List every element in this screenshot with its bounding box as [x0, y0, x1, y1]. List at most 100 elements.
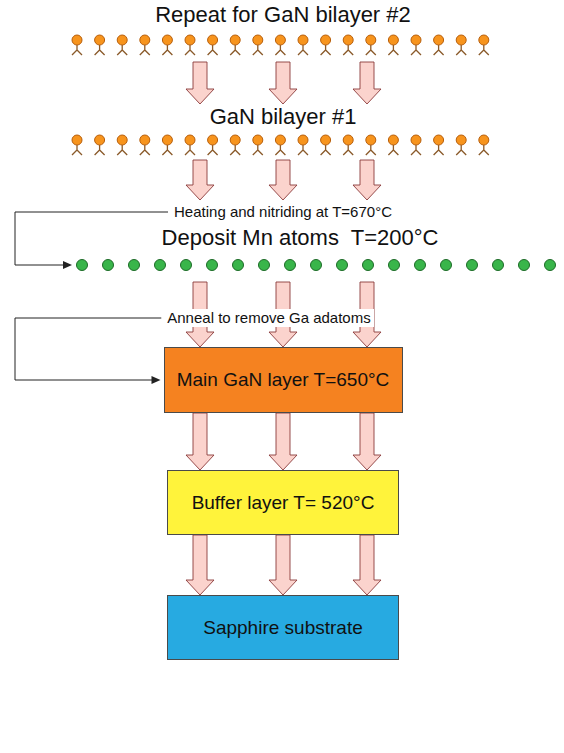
gan-atom [456, 135, 466, 155]
atom-bond [185, 145, 195, 155]
atom-bond [298, 45, 308, 55]
ga-atom [411, 135, 421, 145]
atom-bond [411, 45, 421, 55]
ga-atom [434, 135, 444, 145]
atom-bond [117, 45, 127, 55]
gan-atom [230, 135, 240, 155]
process-arrow [269, 62, 297, 104]
ga-atom [253, 135, 263, 145]
ga-atom [95, 135, 105, 145]
gan-atom [72, 135, 82, 155]
layer-label: Buffer layer T= 520°C [192, 492, 375, 514]
ga-atom [230, 35, 240, 45]
mn-atom [337, 260, 348, 271]
gan-atom [162, 135, 172, 155]
atom-bond [321, 45, 331, 55]
atom-bond [275, 145, 285, 155]
gan-atom [140, 135, 150, 155]
ga-atom [208, 35, 218, 45]
mn-atom [467, 260, 478, 271]
atom-bond [479, 45, 489, 55]
atom-bond [117, 145, 127, 155]
process-arrow [353, 62, 381, 104]
ga-atom [456, 135, 466, 145]
mn-atom [207, 260, 218, 271]
ga-atom [162, 135, 172, 145]
ga-atom [411, 35, 421, 45]
ga-atom [366, 35, 376, 45]
mn-atom [415, 260, 426, 271]
mn-atom [441, 260, 452, 271]
atom-bond [388, 45, 398, 55]
atom-bond [185, 45, 195, 55]
process-bracket [15, 318, 161, 384]
ga-atom [321, 35, 331, 45]
gan-bilayer-atoms [72, 135, 489, 155]
mn-atom [129, 260, 140, 271]
process-arrow [353, 160, 381, 200]
atom-bond [275, 45, 285, 55]
layer-label: Sapphire substrate [203, 617, 363, 639]
ga-atom [388, 135, 398, 145]
process-arrow [186, 62, 214, 104]
atom-bond [140, 45, 150, 55]
atom-bond [208, 45, 218, 55]
atom-bond [456, 145, 466, 155]
mn-atom [493, 260, 504, 271]
gan-atom [95, 135, 105, 155]
atom-bond [479, 145, 489, 155]
mn-atom [77, 260, 88, 271]
ga-atom [298, 35, 308, 45]
gan-atom [208, 135, 218, 155]
mn-atom [389, 260, 400, 271]
mn-atom [285, 260, 296, 271]
atom-bond [72, 145, 82, 155]
ga-atom [275, 35, 285, 45]
ga-atom [343, 35, 353, 45]
substrate-box: Sapphire substrate [167, 595, 399, 660]
gan-atom [388, 135, 398, 155]
gan-atom [95, 35, 105, 55]
ga-atom [388, 35, 398, 45]
atom-bond [366, 145, 376, 155]
gan-atom [479, 35, 489, 55]
mn-atom [519, 260, 530, 271]
ga-atom [117, 35, 127, 45]
ga-atom [117, 135, 127, 145]
gan-atom [411, 35, 421, 55]
gan-atom [185, 135, 195, 155]
ga-atom [366, 135, 376, 145]
process-step-note: Anneal to remove Ga adatoms [164, 309, 373, 327]
bracket-arrowhead [63, 261, 72, 269]
layer-label: Repeat for GaN bilayer #2 [60, 2, 506, 27]
ga-atom [275, 135, 285, 145]
ga-atom [72, 135, 82, 145]
mn-atom [103, 260, 114, 271]
atom-bond [162, 45, 172, 55]
gan-atom [208, 35, 218, 55]
atom-bond [253, 45, 263, 55]
ga-atom [140, 35, 150, 45]
atom-bond [230, 145, 240, 155]
layer-label: Main GaN layer T=650°C [177, 369, 390, 391]
atom-bond [140, 145, 150, 155]
atom-bond [230, 45, 240, 55]
atom-bond [95, 145, 105, 155]
process-bracket [15, 212, 168, 269]
atom-bond [298, 145, 308, 155]
atom-bond [411, 145, 421, 155]
gan-atom [72, 35, 82, 55]
gan-atom [275, 135, 285, 155]
atom-bond [321, 145, 331, 155]
layer-box: Main GaN layer T=650°C [164, 347, 403, 413]
process-arrow [269, 535, 297, 595]
process-arrow [186, 160, 214, 200]
atomic-layer: Repeat for GaN bilayer #2 [60, 2, 506, 62]
mn-atom [259, 260, 270, 271]
gan-atom [162, 35, 172, 55]
gan-atom [434, 35, 444, 55]
mn-atom [363, 260, 374, 271]
ga-atom [95, 35, 105, 45]
atom-bond [343, 45, 353, 55]
gan-atom [343, 35, 353, 55]
